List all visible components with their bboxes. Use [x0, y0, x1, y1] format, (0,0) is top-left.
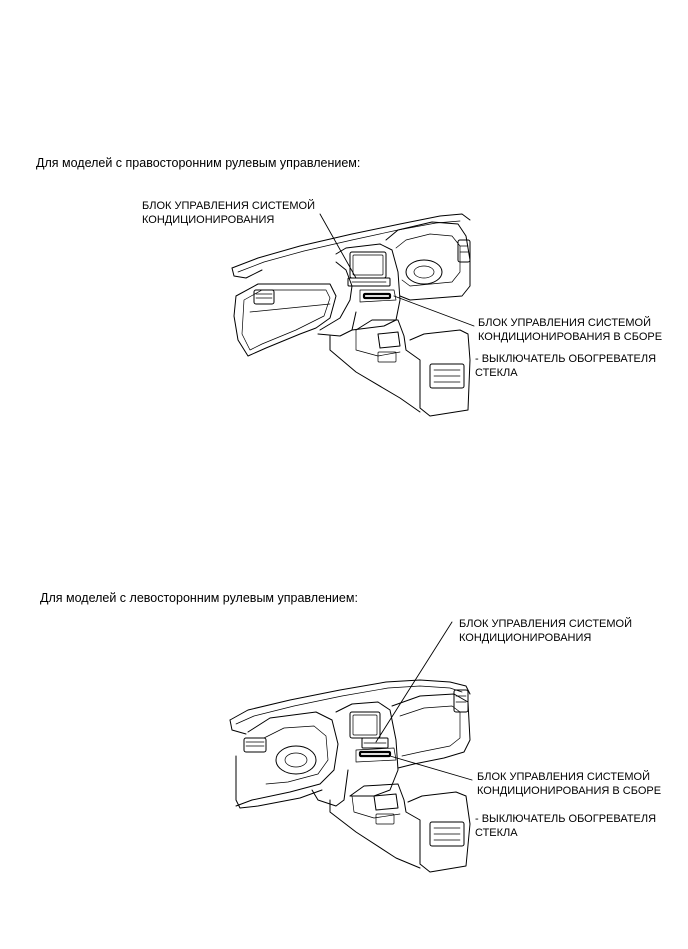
lhd-dash-left-end	[229, 719, 247, 735]
lhd-display	[349, 711, 381, 739]
rhd-right-vent	[457, 239, 471, 263]
lhd-label-switch: - ВЫКЛЮЧАТЕЛЬ ОБОГРЕВАТЕЛЯ СТЕКЛА	[475, 812, 656, 840]
rhd-lower-curve	[319, 261, 353, 331]
rhd-label-control-unit-line1: БЛОК УПРАВЛЕНИЯ СИСТЕМОЙ	[142, 200, 316, 212]
rhd-console	[355, 319, 471, 417]
lhd-left-vent	[243, 737, 267, 753]
lhd-label-assembly-line1: БЛОК УПРАВЛЕНИЯ СИСТЕМОЙ	[477, 771, 651, 783]
rhd-console-tray	[377, 331, 401, 349]
lhd-cluster-recess	[263, 725, 329, 785]
lhd-label-control-unit-line2: КОНДИЦИОНИРОВАНИЯ	[459, 632, 592, 644]
rhd-dash-top	[231, 213, 471, 269]
lhd-label-switch-line1: - ВЫКЛЮЧАТЕЛЬ ОБОГРЕВАТЕЛЯ	[475, 813, 657, 825]
rhd-label-switch-line1: - ВЫКЛЮЧАТЕЛЬ ОБОГРЕВАТЕЛЯ	[475, 353, 657, 365]
rhd-label-assembly: БЛОК УПРАВЛЕНИЯ СИСТЕМОЙ КОНДИЦИОНИРОВАН…	[478, 316, 662, 344]
lhd-climate-assembly	[358, 750, 392, 758]
lhd-cluster-hood	[235, 711, 339, 807]
rhd-label-assembly-line1: БЛОК УПРАВЛЕНИЯ СИСТЕМОЙ	[478, 317, 652, 329]
lhd-console-tray	[373, 793, 399, 811]
rhd-dash-left-end	[231, 267, 263, 279]
rhd-console-side	[329, 335, 421, 413]
rhd-display	[349, 251, 387, 279]
rhd-center-stack	[335, 243, 401, 331]
lhd-console-side	[329, 799, 421, 869]
lhd-label-switch-line2: СТЕКЛА	[475, 827, 518, 839]
rhd-left-vent	[253, 289, 275, 305]
lhd-knee-bolster	[311, 769, 349, 807]
rhd-label-assembly-line2: КОНДИЦИОНИРОВАНИЯ В СБОРЕ	[478, 331, 663, 343]
rhd-glovebox-lid-line	[249, 303, 331, 313]
rhd-rear-switch-panel	[429, 363, 465, 389]
lhd-right-vent	[453, 689, 469, 713]
lhd-leader-assembly	[389, 755, 473, 781]
rhd-heading: Для моделей с правосторонним рулевым упр…	[36, 156, 361, 170]
rhd-glovebox-inner	[241, 289, 331, 351]
lhd-console	[349, 783, 471, 873]
rhd-label-control-unit: БЛОК УПРАВЛЕНИЯ СИСТЕМОЙ КОНДИЦИОНИРОВАН…	[142, 199, 315, 227]
rhd-climate-assembly	[362, 292, 392, 300]
lhd-label-control-unit-line1: БЛОК УПРАВЛЕНИЯ СИСТЕМОЙ	[459, 618, 633, 630]
lhd-label-assembly: БЛОК УПРАВЛЕНИЯ СИСТЕМОЙ КОНДИЦИОНИРОВАН…	[477, 770, 661, 798]
lhd-rear-switch-panel	[429, 821, 465, 847]
lhd-leader-control-unit	[375, 621, 453, 743]
rhd-knee-panel	[317, 311, 357, 337]
lhd-passenger-panel	[391, 693, 471, 769]
rhd-leader-assembly	[393, 295, 475, 327]
lhd-heading: Для моделей с левосторонним рулевым упра…	[40, 591, 358, 605]
lhd-steering-wheel	[275, 745, 317, 775]
lhd-lower-left	[235, 755, 323, 809]
rhd-glovebox	[233, 283, 337, 357]
lhd-center-stack	[335, 701, 399, 797]
rhd-label-switch: - ВЫКЛЮЧАТЕЛЬ ОБОГРЕВАТЕЛЯ СТЕКЛА	[475, 352, 656, 380]
lhd-dashboard-illustration	[229, 621, 473, 873]
rhd-leader-control-unit	[319, 213, 357, 279]
lhd-label-assembly-line2: КОНДИЦИОНИРОВАНИЯ В СБОРЕ	[477, 785, 662, 797]
rhd-label-switch-line2: СТЕКЛА	[475, 367, 518, 379]
lhd-label-control-unit: БЛОК УПРАВЛЕНИЯ СИСТЕМОЙ КОНДИЦИОНИРОВАН…	[459, 617, 632, 645]
rhd-cluster-hood	[385, 221, 471, 301]
rhd-dashboard-illustration	[231, 213, 475, 417]
rhd-dash-top-inner	[237, 220, 461, 273]
rhd-control-unit	[347, 277, 391, 287]
lhd-dash-top	[229, 679, 471, 721]
rhd-label-control-unit-line2: КОНДИЦИОНИРОВАНИЯ	[142, 214, 275, 226]
lhd-control-unit	[361, 737, 389, 749]
rhd-steering-wheel	[405, 259, 443, 285]
lhd-dash-top-inner	[235, 685, 463, 725]
